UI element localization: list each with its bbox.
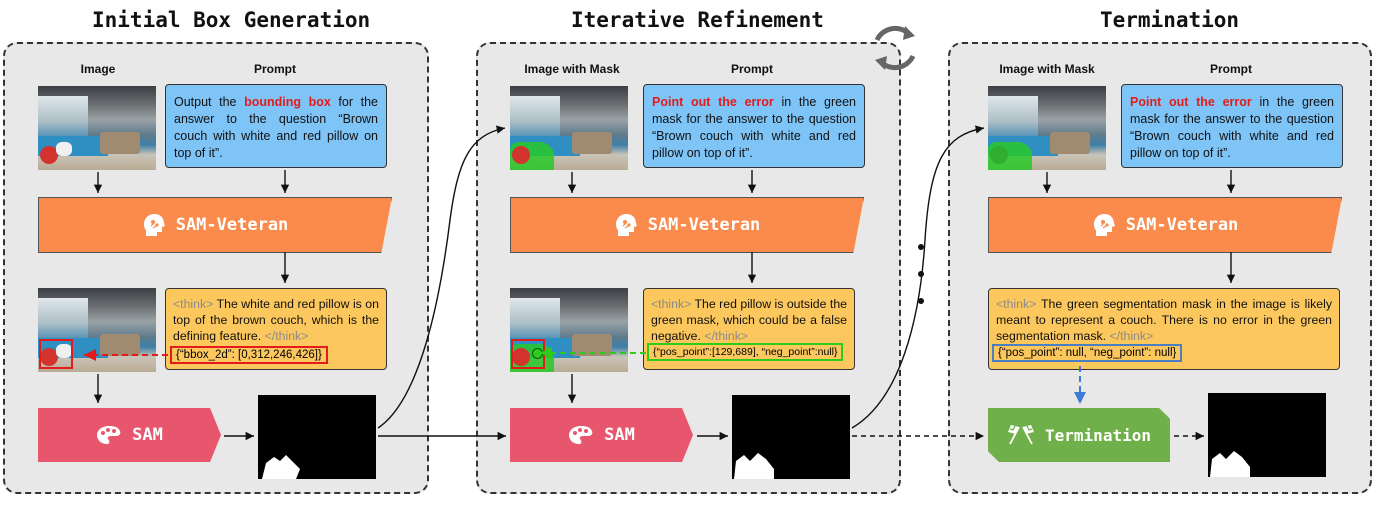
image-with-mask-label: Image with Mask [999, 62, 1095, 76]
prompt-label: Prompt [731, 62, 773, 76]
arrow-mask2-to-image3 [851, 125, 985, 429]
prompt-highlight: Point out the error [1130, 95, 1252, 109]
prompt-highlight: Point out the error [652, 95, 774, 109]
input-image [38, 86, 156, 170]
bbox-answer: {“bbox_2d”: [0,312,246,426]} [170, 346, 328, 364]
image-label: Image [80, 62, 116, 76]
bbox-image [38, 288, 156, 372]
brain-head-icon [614, 212, 638, 238]
null-answer: {“pos_point”: null, “neg_point”: null} [992, 344, 1183, 362]
arrow-mask1-to-image2 [377, 125, 506, 429]
sam-block: SAM [38, 408, 221, 462]
image-with-mask-label: Image with Mask [524, 62, 620, 76]
refresh-cycle-icon [874, 25, 916, 71]
bbox-overlay [39, 339, 73, 369]
point-answer: {“pos_point”:[129,689], “neg_point”:null… [647, 343, 844, 361]
output-mask-1 [258, 395, 376, 479]
checkered-flags-icon [1007, 424, 1035, 446]
ellipsis-dot [918, 244, 924, 250]
ellipsis-dot [918, 271, 924, 277]
response-box: <think> The white and red pillow is on t… [165, 288, 387, 370]
stage-title-termination: Termination [1100, 8, 1240, 32]
ellipsis-dot [918, 298, 924, 304]
output-mask-final [1208, 393, 1326, 477]
masked-image [510, 86, 628, 170]
prompt-box: Point out the error in the green mask fo… [1121, 84, 1343, 168]
paint-palette-icon [568, 425, 594, 445]
sam-veteran-block: SAM-Veteran [510, 197, 864, 253]
paint-palette-icon [96, 425, 122, 445]
sam-block: SAM [510, 408, 693, 462]
prompt-box: Point out the error in the green mask fo… [643, 84, 865, 168]
prompt-label: Prompt [254, 62, 296, 76]
stage-title-refinement: Iterative Refinement [571, 8, 824, 32]
stage-title-initial: Initial Box Generation [92, 8, 371, 32]
output-mask-2 [732, 395, 850, 479]
response-box: <think> The green segmentation mask in t… [988, 288, 1340, 370]
sam-veteran-block: SAM-Veteran [38, 197, 392, 253]
masked-image [988, 86, 1106, 170]
sam-veteran-block: SAM-Veteran [988, 197, 1342, 253]
prompt-label: Prompt [1210, 62, 1252, 76]
brain-head-icon [1092, 212, 1116, 238]
point-image [510, 288, 628, 372]
response-box: <think> The red pillow is outside the gr… [643, 288, 855, 370]
prompt-highlight: bounding box [244, 95, 331, 109]
brain-head-icon [142, 212, 166, 238]
prompt-box: Output the bounding box for the answer t… [165, 84, 387, 168]
termination-block: Termination [988, 408, 1170, 462]
